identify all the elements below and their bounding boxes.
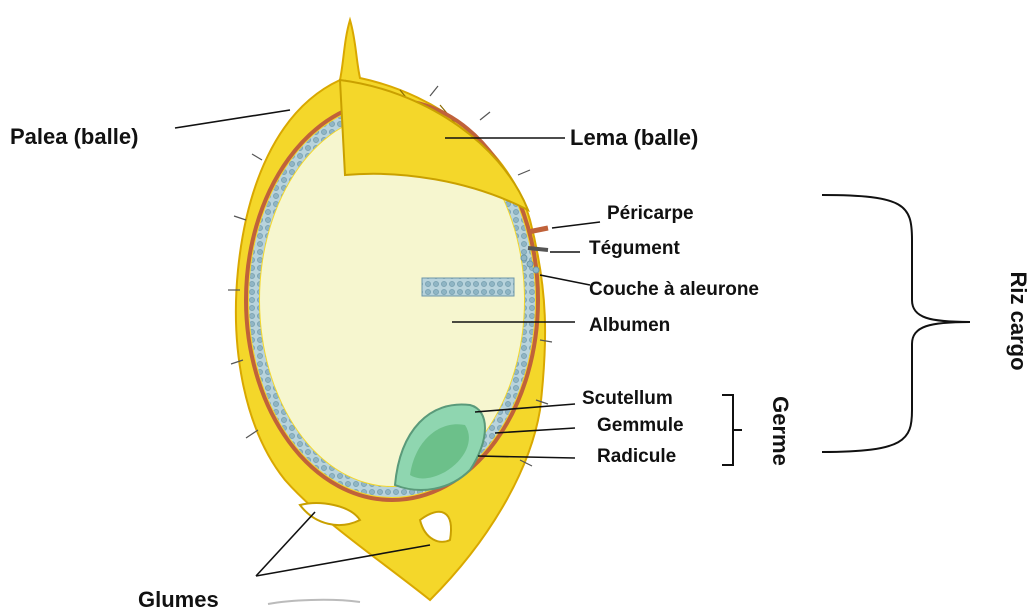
tegument-tag (528, 248, 548, 250)
label-glumes: Glumes (138, 589, 219, 611)
label-radicule: Radicule (597, 447, 676, 466)
aleurone-section (422, 278, 514, 296)
leader-aleurone (540, 275, 590, 285)
label-riz-cargo: Riz cargo (1005, 266, 1028, 376)
label-lema: Lema (balle) (570, 127, 698, 149)
riz-cargo-brace (822, 195, 970, 452)
scan-stroke (268, 600, 360, 604)
leader-palea (175, 110, 290, 128)
germe-bracket (722, 395, 742, 465)
leader-pericarpe (552, 222, 600, 228)
label-gemmule: Gemmule (597, 416, 684, 435)
label-aleurone: Couche à aleurone (589, 280, 759, 299)
label-pericarpe: Péricarpe (607, 204, 694, 223)
label-albumen: Albumen (589, 316, 670, 335)
label-scutellum: Scutellum (582, 389, 673, 408)
label-germe: Germe (767, 391, 793, 471)
label-tegument: Tégument (589, 239, 680, 258)
label-palea: Palea (balle) (10, 126, 138, 148)
